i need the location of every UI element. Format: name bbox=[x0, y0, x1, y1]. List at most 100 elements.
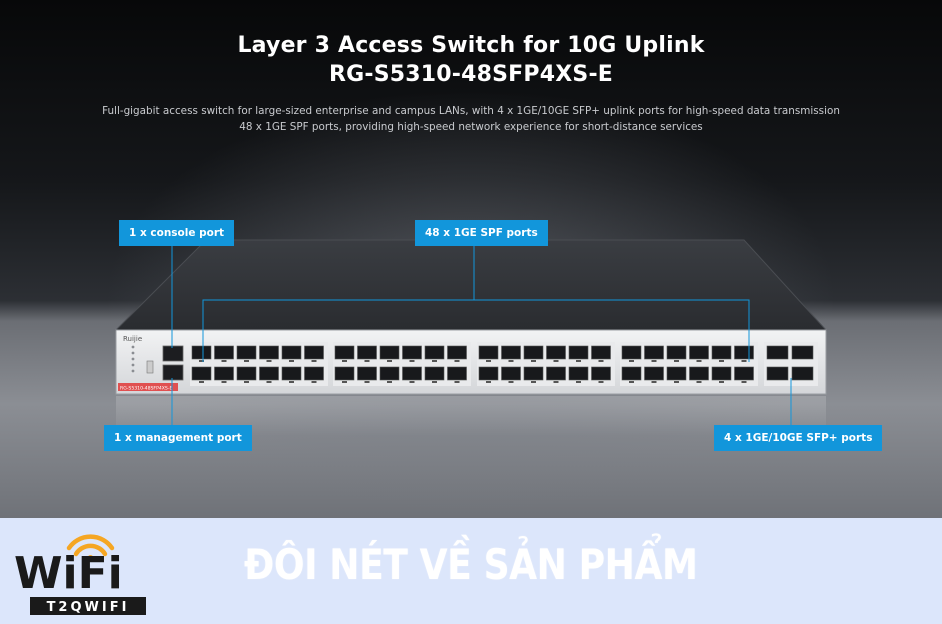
sfp-port bbox=[666, 345, 687, 360]
port-indicator bbox=[598, 381, 604, 383]
port-indicator bbox=[387, 360, 392, 362]
port-indicator bbox=[486, 381, 491, 383]
sfp-port bbox=[478, 366, 499, 381]
port-indicator bbox=[364, 381, 370, 383]
sfp-port bbox=[689, 345, 709, 360]
port-indicator bbox=[553, 360, 559, 362]
port-indicator bbox=[289, 360, 294, 362]
port-indicator bbox=[199, 381, 204, 383]
sfp-port bbox=[711, 366, 732, 381]
port-indicator bbox=[674, 381, 679, 383]
sfp-port bbox=[591, 366, 611, 381]
sfp-port bbox=[621, 366, 642, 381]
sfp-port bbox=[591, 345, 611, 360]
sfp-plus-port bbox=[766, 366, 789, 381]
port-indicator bbox=[553, 381, 559, 383]
sfp-port bbox=[236, 345, 257, 360]
sfp-port bbox=[281, 366, 302, 381]
status-led bbox=[131, 363, 135, 367]
sfp-port bbox=[236, 366, 257, 381]
management-port-callout: 1 x management port bbox=[104, 425, 252, 451]
sfp-port bbox=[402, 366, 422, 381]
switch-top-panel bbox=[114, 239, 828, 331]
port-indicator bbox=[629, 381, 634, 383]
sfp-plus-port bbox=[766, 345, 789, 360]
sfp-port bbox=[379, 366, 400, 381]
port-indicator bbox=[221, 381, 227, 383]
port-indicator bbox=[531, 360, 536, 362]
usb-port bbox=[146, 360, 154, 374]
sfp-port bbox=[734, 345, 754, 360]
sfp-port bbox=[304, 345, 324, 360]
description-line-2: 48 x 1GE SPF ports, providing high-speed… bbox=[239, 121, 703, 133]
sfp-port bbox=[214, 345, 234, 360]
port-indicator bbox=[719, 381, 724, 383]
sfp-plus-port bbox=[791, 366, 814, 381]
port-indicator bbox=[674, 360, 679, 362]
sfp-port bbox=[711, 345, 732, 360]
sfp-port bbox=[644, 366, 664, 381]
sfp-port bbox=[357, 366, 377, 381]
callout-lines bbox=[171, 244, 792, 428]
sfp-port bbox=[546, 345, 566, 360]
port-indicator bbox=[651, 381, 657, 383]
port-indicator bbox=[508, 381, 514, 383]
port-indicator bbox=[311, 381, 317, 383]
port-indicator bbox=[576, 381, 581, 383]
management-port bbox=[162, 364, 184, 381]
port-indicator bbox=[454, 381, 460, 383]
sfp-plus-ports-callout: 4 x 1GE/10GE SFP+ ports bbox=[714, 425, 883, 451]
sfp-port-groups bbox=[190, 342, 818, 386]
page-title: Layer 3 Access Switch for 10G Uplink bbox=[237, 33, 705, 58]
logo-wordmark: WiFi bbox=[14, 548, 123, 599]
port-indicator bbox=[244, 381, 249, 383]
sfp-ports-callout: 48 x 1GE SPF ports bbox=[415, 220, 548, 246]
product-hero: Layer 3 Access Switch for 10G Uplink RG-… bbox=[0, 0, 942, 518]
port-indicator bbox=[598, 360, 604, 362]
section-heading: ĐÔI NÉT VỀ SẢN PHẨM bbox=[244, 540, 698, 589]
sfp-port bbox=[501, 366, 521, 381]
port-indicator bbox=[199, 360, 204, 362]
sfp-port bbox=[689, 366, 709, 381]
model-title: RG-S5310-48SFP4XS-E bbox=[328, 62, 614, 87]
port-indicator bbox=[432, 360, 437, 362]
logo-subtitle: T2QWIFI bbox=[47, 600, 130, 615]
port-indicator bbox=[741, 381, 747, 383]
sfp-port bbox=[621, 345, 642, 360]
sfp-port bbox=[644, 345, 664, 360]
port-indicator bbox=[651, 360, 657, 362]
description-line-1: Full-gigabit access switch for large-siz… bbox=[102, 105, 840, 117]
sfp-port bbox=[259, 345, 279, 360]
sfp-port bbox=[568, 366, 589, 381]
status-led bbox=[131, 345, 135, 349]
port-indicator bbox=[576, 360, 581, 362]
port-indicator bbox=[454, 360, 460, 362]
console-port-callout: 1 x console port bbox=[119, 220, 235, 246]
sfp-port bbox=[666, 366, 687, 381]
sfp-port bbox=[546, 366, 566, 381]
sfp-port bbox=[334, 366, 355, 381]
status-led bbox=[131, 369, 135, 373]
model-label-plate bbox=[118, 383, 178, 391]
sfp-plus-port bbox=[791, 345, 814, 360]
port-indicator bbox=[311, 360, 317, 362]
port-indicator bbox=[486, 360, 491, 362]
sfp-port bbox=[191, 366, 212, 381]
brand-logo: Ruijie bbox=[123, 335, 142, 343]
port-indicator bbox=[244, 360, 249, 362]
port-indicator bbox=[531, 381, 536, 383]
sfp-port bbox=[568, 345, 589, 360]
status-leds bbox=[131, 345, 135, 373]
port-indicator bbox=[629, 360, 634, 362]
port-indicator bbox=[719, 360, 724, 362]
port-indicator bbox=[432, 381, 437, 383]
console-port bbox=[162, 345, 184, 362]
sfp-port bbox=[424, 366, 445, 381]
sfp-port bbox=[259, 366, 279, 381]
port-indicator bbox=[387, 381, 392, 383]
t2qwifi-logo: WiFi T2QWIFI bbox=[12, 524, 154, 622]
port-indicator bbox=[342, 381, 347, 383]
sfp-port bbox=[424, 345, 445, 360]
sfp-port bbox=[447, 366, 467, 381]
port-indicator bbox=[266, 360, 272, 362]
